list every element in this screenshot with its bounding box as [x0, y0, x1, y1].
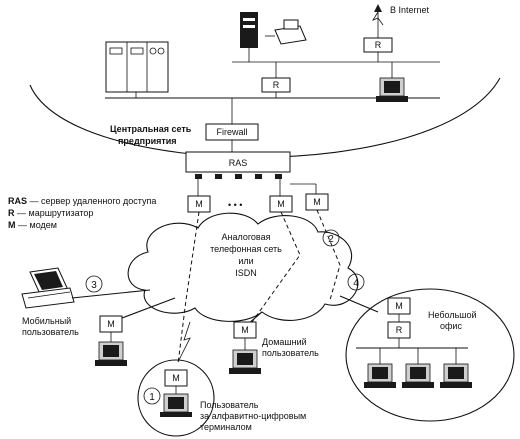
route-number-3-label: 3	[91, 280, 97, 291]
legend-r: R — маршрутизатор	[8, 208, 93, 218]
office-link	[339, 295, 379, 313]
lightning-icon	[372, 11, 384, 26]
server-tower-icon	[240, 12, 258, 62]
left-user-link	[121, 297, 176, 319]
modem-ras-1-label: M	[195, 199, 203, 209]
legend: RAS — сервер удаленного доступа R — марш…	[8, 196, 156, 230]
router-internet-label: R	[375, 40, 382, 50]
modem-office-label: M	[395, 301, 403, 311]
cloud-label-4: ISDN	[235, 268, 257, 278]
lightning-terminal-icon	[177, 321, 191, 363]
route-number-4	[347, 273, 365, 291]
office-workstation-1-icon	[364, 348, 396, 388]
route-number-3	[85, 275, 103, 293]
route-number-1-label: 1	[149, 392, 155, 403]
small-office-ellipse	[345, 288, 515, 422]
router-backbone-label: R	[273, 80, 280, 90]
printer-icon	[265, 19, 307, 45]
office-label-1: Небольшой	[428, 310, 477, 320]
route-number-2-label: 2	[328, 234, 334, 245]
office-label-2: офис	[440, 321, 462, 331]
legend-ras: RAS — сервер удаленного доступа	[8, 196, 156, 206]
dashed-path-office	[316, 209, 341, 301]
modem-ras-2-label: M	[277, 199, 285, 209]
mobile-label-2: пользователь	[22, 327, 79, 337]
modem-home-label: M	[241, 325, 249, 335]
home-label-1: Домашний	[262, 337, 307, 347]
router-office-label: R	[396, 325, 403, 335]
terminal-label-1: Пользователь	[200, 400, 259, 410]
workstation-home-icon	[229, 349, 261, 374]
arrow-up-icon	[374, 4, 382, 12]
corp-network-label-1: Центральная сеть	[110, 124, 192, 134]
terminal-label-3: терминалом	[200, 422, 252, 432]
terminal-icon	[160, 393, 192, 417]
laptop-icon	[21, 267, 75, 309]
modem-ellipsis: • • •	[228, 200, 242, 210]
workstation-icon	[376, 62, 408, 102]
legend-m: M — модем	[8, 220, 57, 230]
terminal-label-2: за алфавитно-цифровым	[200, 411, 306, 421]
modem-extra-label: M	[313, 197, 321, 207]
modem-terminal-label: M	[172, 373, 180, 383]
cloud-label-2: телефонная сеть	[210, 244, 282, 254]
workstation-left-icon	[95, 341, 127, 366]
dashed-path-home	[251, 211, 301, 323]
phone-network-cloud	[127, 212, 359, 322]
internet-label: В Internet	[390, 5, 430, 15]
office-workstation-2-icon	[402, 348, 434, 388]
firewall-label: Firewall	[216, 127, 247, 137]
terminal-user-circle	[137, 359, 215, 437]
route-number-4-label: 4	[353, 278, 359, 289]
ras-ports	[195, 174, 282, 179]
route-number-2	[322, 229, 340, 247]
cloud-label-3: или	[238, 256, 253, 266]
mobile-label-1: Мобильный	[22, 316, 71, 326]
server-cabinet-icon	[105, 41, 169, 98]
route-number-1	[143, 387, 161, 405]
ras-label: RAS	[229, 158, 248, 168]
dashed-path-terminal	[177, 211, 200, 365]
mobile-link	[71, 289, 151, 299]
home-label-2: пользователь	[262, 348, 319, 358]
ras-box	[185, 151, 291, 173]
corp-network-label-2: предприятия	[118, 136, 177, 146]
modem-left-user-label: M	[107, 319, 115, 329]
cloud-label-1: Аналоговая	[222, 232, 271, 242]
office-workstation-3-icon	[440, 348, 472, 388]
